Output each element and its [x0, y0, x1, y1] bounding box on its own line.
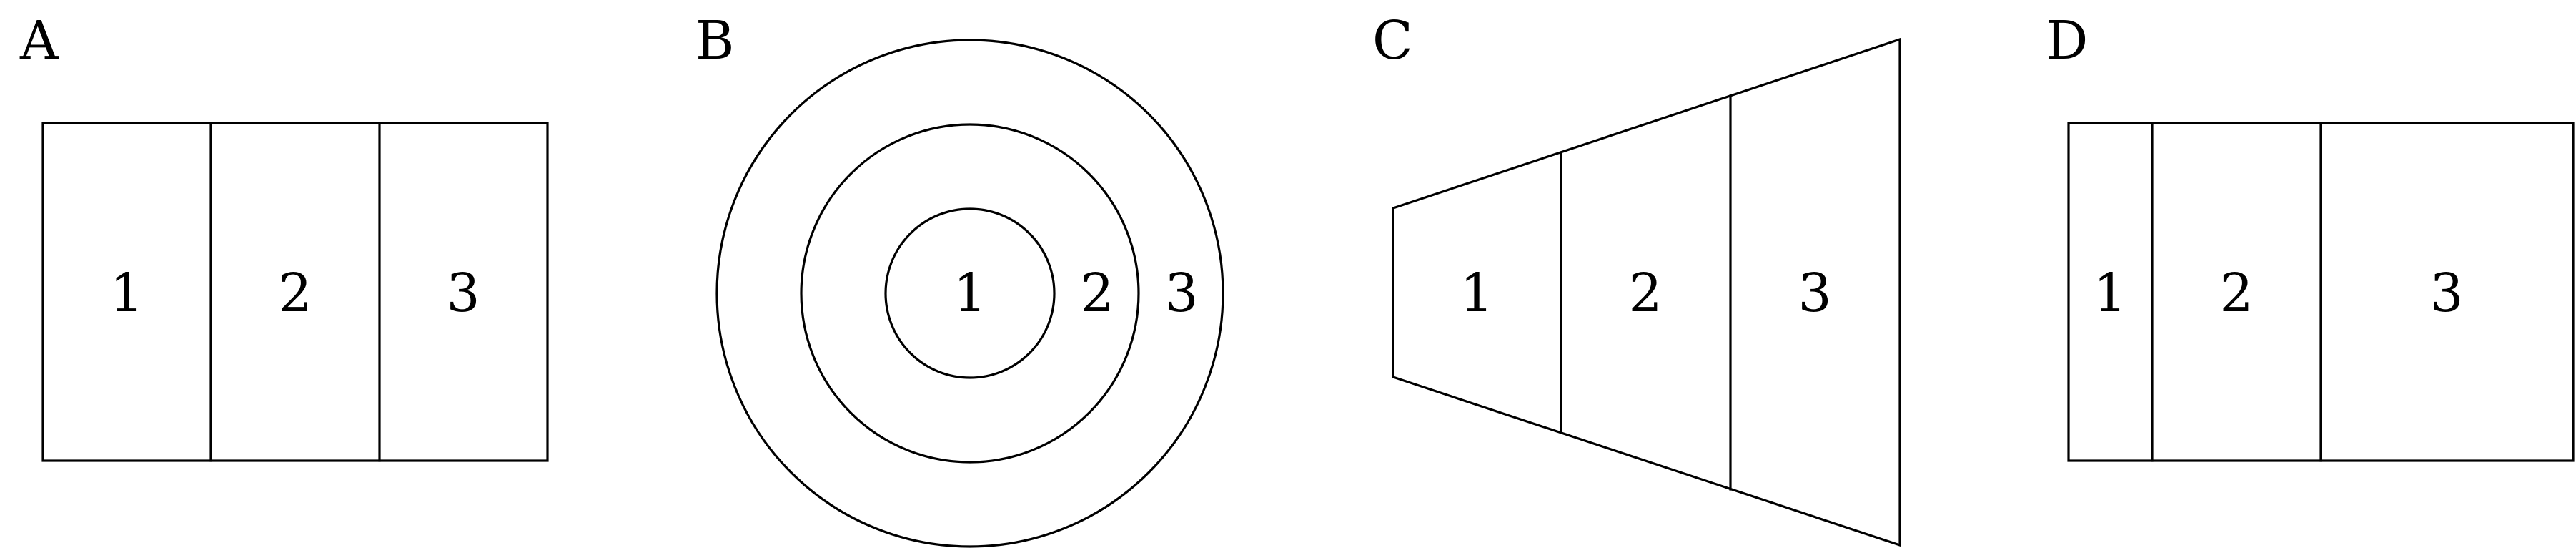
panel-a-region-3-label: 3	[446, 263, 480, 324]
panel-a-region-2-label: 2	[278, 263, 312, 324]
panel-b-region-3-label: 3	[1164, 263, 1198, 324]
panel-b-middle-circle	[800, 123, 1140, 464]
panel-d-region-1-label: 1	[2093, 263, 2126, 324]
panel-a-letter: A	[19, 10, 59, 72]
panel-a-region-1-label: 1	[109, 263, 143, 324]
panel-b-inner-circle	[884, 207, 1056, 379]
panel-c-region-1-label: 1	[1460, 263, 1493, 324]
panel-c-region-3-label: 3	[1798, 263, 1831, 324]
panel-b-region-2-label: 2	[1080, 263, 1114, 324]
panel-c-region-2-label: 2	[1628, 263, 1662, 324]
panel-d: D 1 2 3	[2046, 10, 2575, 462]
panel-b: B 1 2 3	[695, 10, 1224, 548]
panel-a-outline	[41, 122, 549, 462]
panel-a: A 1 2 3	[19, 10, 549, 462]
panel-b-region-1-label: 1	[953, 263, 986, 324]
panel-c: C 1 2 3	[1372, 10, 1901, 547]
panel-c-letter: C	[1372, 10, 1413, 72]
panel-d-region-3-label: 3	[2429, 263, 2463, 324]
panel-b-outer-circle	[715, 39, 1224, 548]
panel-b-letter: B	[695, 10, 734, 72]
panel-d-region-2-label: 2	[2219, 263, 2253, 324]
panel-d-letter: D	[2046, 10, 2088, 72]
